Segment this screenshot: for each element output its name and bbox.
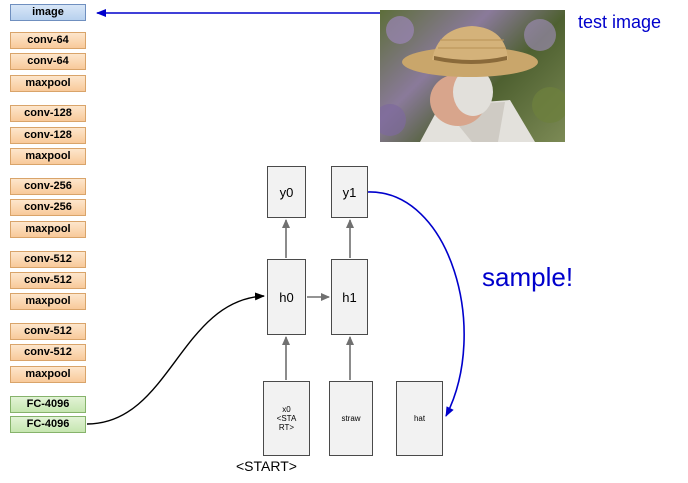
cnn-layer-conv512-c: conv-512: [10, 323, 86, 340]
cnn-layer-fc4096-b: FC-4096: [10, 416, 86, 433]
output-node-y0: y0: [267, 166, 306, 218]
sample-arrow: [367, 191, 465, 417]
cnn-layer-conv256-b: conv-256: [10, 199, 86, 216]
start-token-label: <START>: [236, 458, 297, 474]
cnn-layer-maxpool-1: maxpool: [10, 75, 86, 92]
cnn-layer-image: image: [10, 4, 86, 21]
sample-label: sample!: [482, 262, 574, 292]
cnn-layer-conv128-a: conv-128: [10, 105, 86, 122]
cnn-layer-conv128-b: conv-128: [10, 127, 86, 144]
cnn-layer-conv256-a: conv-256: [10, 178, 86, 195]
hidden-node-h1: h1: [331, 259, 368, 335]
cnn-layer-conv64-b: conv-64: [10, 53, 86, 70]
cnn-layer-fc4096-a: FC-4096: [10, 396, 86, 413]
cnn-layer-maxpool-2: maxpool: [10, 148, 86, 165]
cnn-layer-maxpool-4: maxpool: [10, 293, 86, 310]
cnn-layer-conv64-a: conv-64: [10, 32, 86, 49]
hidden-node-h0: h0: [267, 259, 306, 335]
input-node-x0: x0 <STA RT>: [263, 381, 310, 456]
cnn-layer-maxpool-5: maxpool: [10, 366, 86, 383]
test-image-photo: [380, 10, 565, 142]
cnn-layer-maxpool-3: maxpool: [10, 221, 86, 238]
input-node-hat: hat: [396, 381, 443, 456]
fc-to-h0-arrow: [86, 292, 265, 425]
output-node-y1: y1: [331, 166, 368, 218]
cnn-layer-conv512-d: conv-512: [10, 344, 86, 361]
input-node-straw: straw: [329, 381, 373, 456]
test-image-label: test image: [578, 12, 662, 32]
cnn-layer-conv512-b: conv-512: [10, 272, 86, 289]
cnn-layer-conv512-a: conv-512: [10, 251, 86, 268]
